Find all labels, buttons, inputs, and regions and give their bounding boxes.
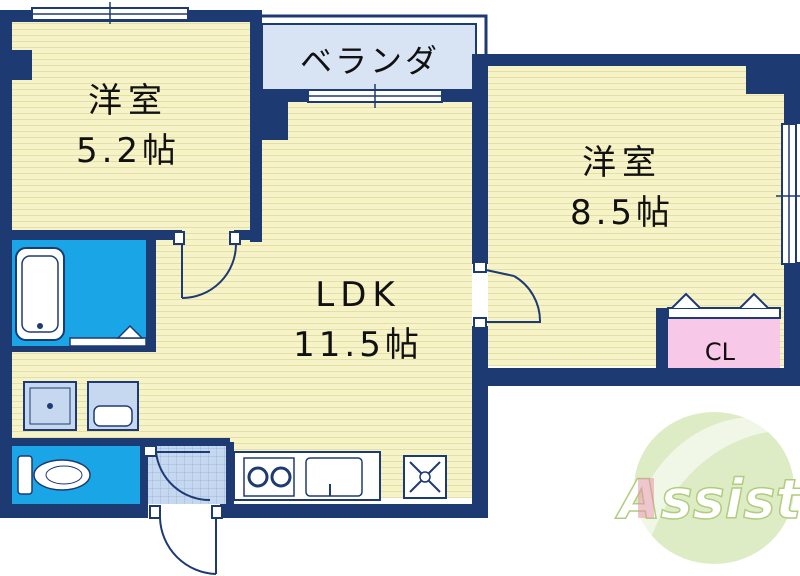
toilet-tank [17,455,33,495]
western-room-small-size: 5.2帖 [76,131,180,171]
ldk-name: LDK [315,275,400,315]
closet-door-left-icon [671,292,701,309]
bath-faucet-icon [116,324,144,339]
bathtub-inner [21,255,59,333]
closet-label: CL [705,338,736,366]
stove [243,457,295,497]
closet-rail [667,307,781,319]
closet-door-right-icon [739,292,769,309]
western-room-large-name: 洋室 [582,143,662,183]
washing-drain-icon [47,403,53,409]
western-room-small-name: 洋室 [88,81,168,121]
bath-drain-icon [37,323,43,329]
closet [668,318,780,368]
ldk-floor-upper [260,100,472,140]
door-large-room [473,261,542,329]
burner-right-icon [270,466,292,488]
washing-machine-pan-inner [29,387,71,425]
veranda-label: ベランダ [300,42,440,80]
door-small-room [173,231,241,299]
window-top-left [31,2,189,24]
door-washroom [143,445,211,502]
door-entrance [149,505,223,575]
burner-left-icon [247,466,269,488]
ldk-size: 11.5帖 [293,325,423,365]
window-large-room-right [776,123,800,265]
veranda-rail [262,14,488,60]
toilet-seat [45,465,83,485]
walls [0,10,800,518]
western-room-large-size: 8.5帖 [570,193,674,233]
assist-logo-text: Assist [615,468,800,531]
assist-logo: Assist [614,412,800,564]
ac-unit-center-icon [419,471,431,483]
kitchen-sink [305,457,363,497]
window-ldk-top [307,84,443,108]
ldk-floor [150,100,472,498]
wash-basin-bowl [93,405,133,427]
bath-shelf [69,337,147,347]
